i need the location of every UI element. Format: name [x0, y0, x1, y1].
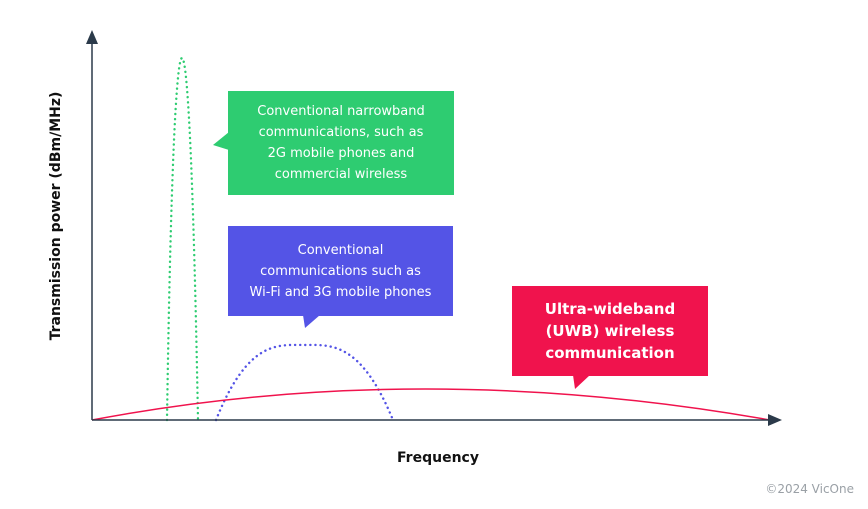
- uwb-callout-pointer: [573, 375, 590, 389]
- uwb-callout-text: Ultra-wideband (UWB) wireless communicat…: [544, 300, 676, 362]
- uwb-spectrum-curve: [91, 388, 771, 421]
- narrowband-callout-text: Conventional narrowband communications, …: [257, 104, 425, 182]
- y-axis-label-text: Transmission power (dBm/MHz): [48, 91, 64, 341]
- uwb-callout: Ultra-wideband (UWB) wireless communicat…: [512, 286, 708, 376]
- wifi-callout-pointer: [303, 315, 320, 328]
- narrowband-spectrum-curve: [165, 56, 200, 422]
- copyright-notice: ©2024 VicOne: [765, 482, 854, 496]
- narrowband-callout: Conventional narrowband communications, …: [228, 91, 454, 195]
- wifi-callout: Conventional communications such as Wi-F…: [228, 226, 453, 316]
- wifi-callout-text: Conventional communications such as Wi-F…: [249, 242, 432, 300]
- wifi-spectrum-curve: [214, 343, 395, 422]
- y-axis-arrow-icon: [86, 30, 98, 44]
- x-axis-arrow-icon: [768, 414, 782, 426]
- x-axis-label: Frequency: [397, 450, 479, 466]
- narrowband-callout-pointer: [213, 132, 229, 150]
